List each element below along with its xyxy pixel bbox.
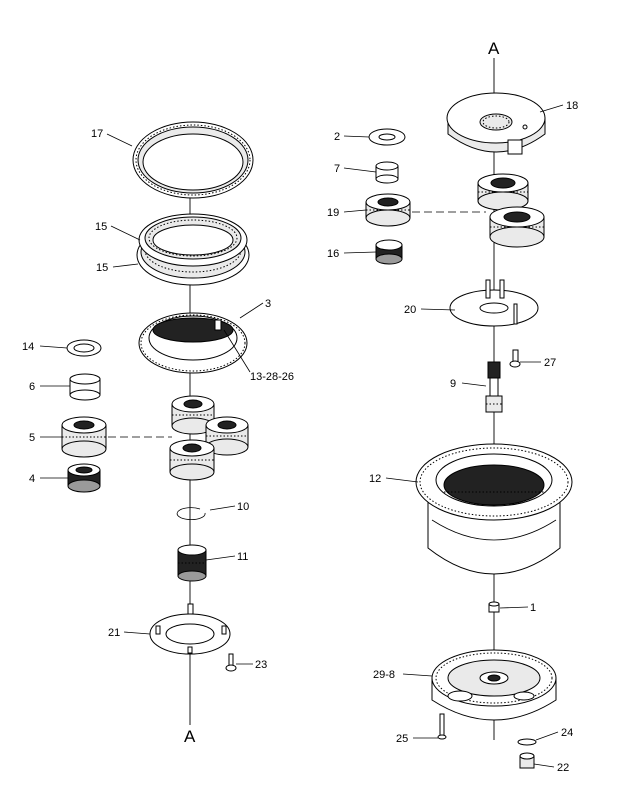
callout-15-lower: 15 [96, 262, 108, 274]
part-9-shaft [485, 361, 503, 413]
part-12-housing [415, 443, 573, 575]
callout-2: 2 [334, 131, 340, 143]
part-5-planet-gear [61, 416, 107, 458]
part-10-snap-ring [176, 507, 206, 520]
leader-lines [39, 104, 564, 768]
callout-3: 3 [265, 298, 271, 310]
callout-13-28-26: 13-28-26 [250, 371, 294, 383]
part-25-bolt [437, 713, 447, 740]
callout-1: 1 [530, 602, 536, 614]
callout-6: 6 [29, 381, 35, 393]
part-4-needle-bearing [67, 463, 101, 493]
callout-27: 27 [544, 357, 556, 369]
part-21-pin [187, 603, 194, 615]
callout-15-upper: 15 [95, 221, 107, 233]
callout-23: 23 [255, 659, 267, 671]
callout-24: 24 [561, 727, 573, 739]
planet-gear-cluster [169, 395, 249, 481]
callout-9: 9 [450, 378, 456, 390]
callout-16: 16 [327, 248, 339, 260]
callout-4: 4 [29, 473, 35, 485]
axis-mark-right-top: A [488, 39, 500, 58]
callout-19: 19 [327, 207, 339, 219]
callout-25: 25 [396, 733, 408, 745]
part-3-planet-carrier [138, 312, 248, 374]
part-23-bolt [225, 653, 237, 672]
part-14-thrust-washer [66, 339, 102, 357]
part-17-ring-gear [132, 121, 254, 199]
part-16-needle-bearing [375, 239, 403, 265]
part-7-sleeve [375, 161, 399, 184]
part-18-cover-plate [446, 92, 546, 155]
part-15-bearing [136, 213, 250, 286]
axis-mark-left-bottom: A [184, 727, 196, 746]
part-20-thrust-plate [449, 279, 539, 327]
part-21-thrust-plate [149, 613, 231, 655]
callout-18: 18 [566, 100, 578, 112]
callout-12: 12 [369, 473, 381, 485]
callout-10: 10 [237, 501, 249, 513]
part-2-thrust-washer [368, 128, 406, 146]
callout-5: 5 [29, 432, 35, 444]
part-11-sun-gear [177, 544, 207, 582]
part-27-bolt [509, 349, 521, 368]
callout-29-8: 29-8 [373, 669, 395, 681]
callout-14: 14 [22, 341, 34, 353]
callout-20: 20 [404, 304, 416, 316]
part-22-drain-plug [519, 752, 535, 769]
callout-11: 11 [237, 551, 248, 563]
part-24-o-ring [517, 738, 537, 746]
callout-22: 22 [557, 762, 569, 774]
right-planet-gear-cluster [477, 173, 545, 248]
part-1-plug [488, 601, 500, 613]
callout-21: 21 [108, 627, 120, 639]
part-6-sleeve [69, 373, 101, 401]
callout-7: 7 [334, 163, 340, 175]
part-29-8-end-cover [431, 649, 557, 721]
part-19-planet-gear [365, 193, 411, 227]
callout-17: 17 [91, 128, 103, 140]
